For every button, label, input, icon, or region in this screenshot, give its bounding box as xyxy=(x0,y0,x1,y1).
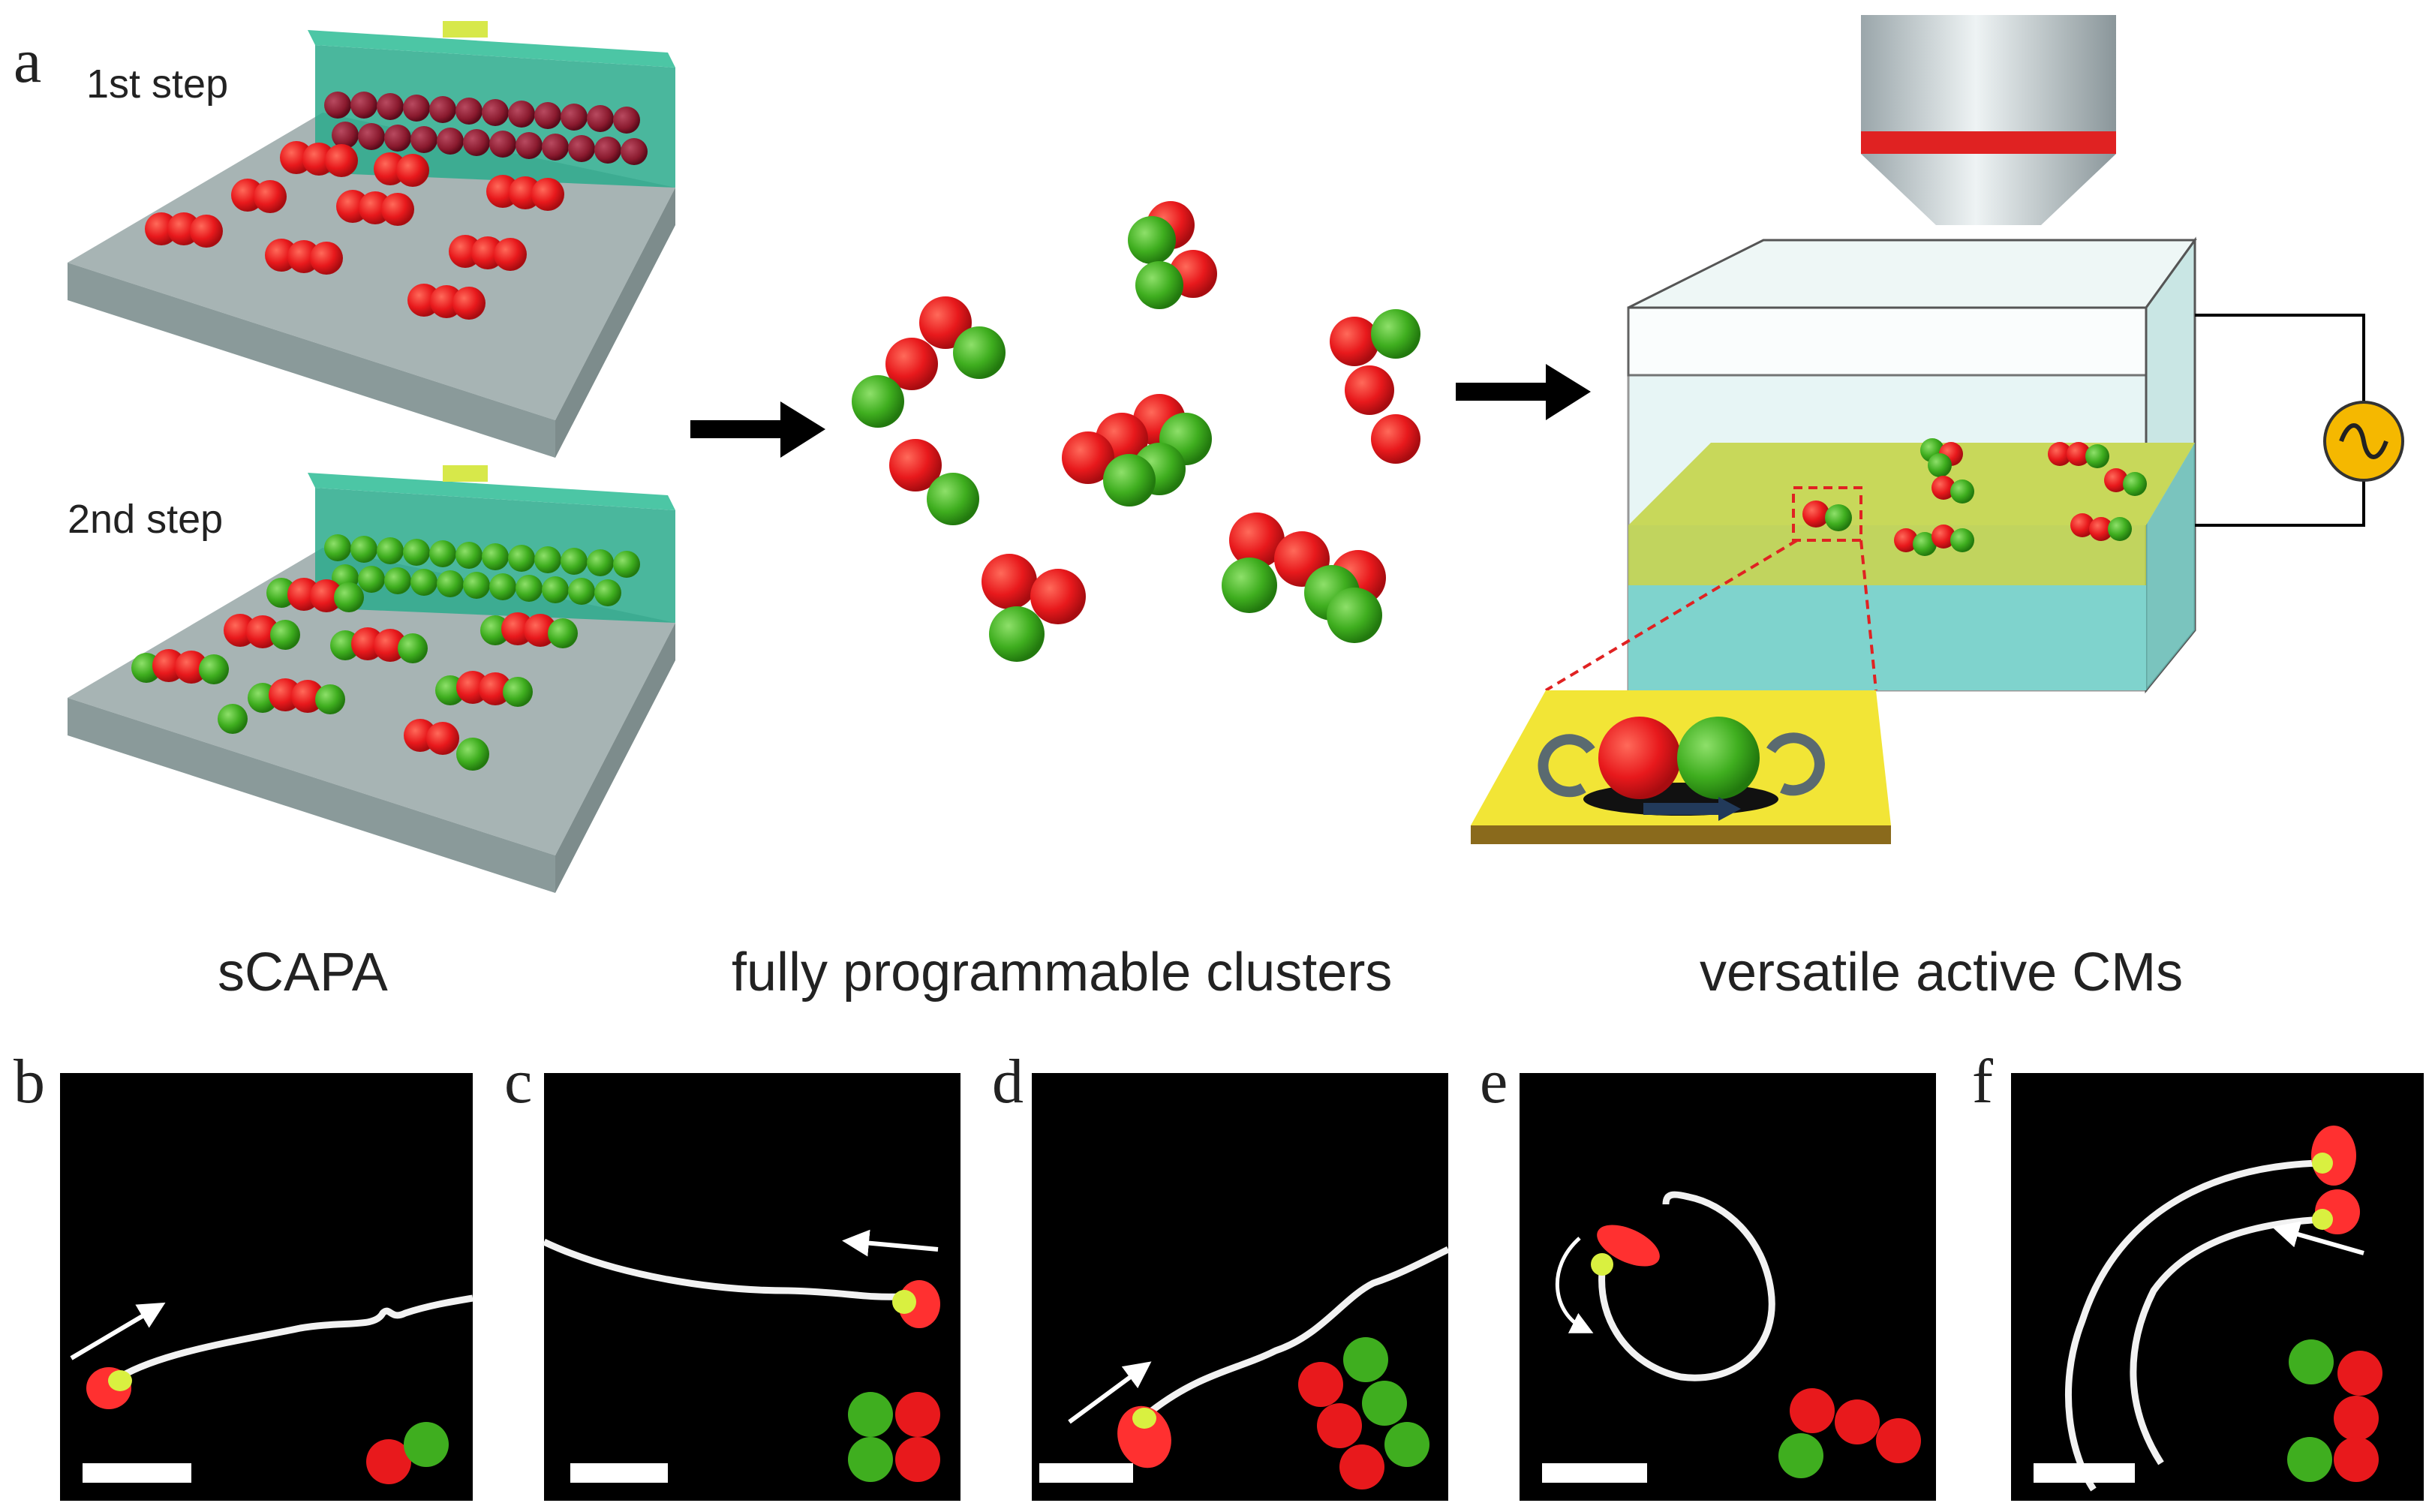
chamber xyxy=(1627,236,2365,694)
micrograph-e xyxy=(1520,1073,1936,1501)
panel-letter-f: f xyxy=(1972,1047,1993,1117)
micrograph-b xyxy=(60,1073,473,1501)
micrograph-d xyxy=(1032,1073,1450,1501)
step-2-label: 2nd step xyxy=(68,497,224,542)
micrograph-f xyxy=(2011,1073,2424,1501)
caption-active-cms: versatile active CMs xyxy=(1700,942,2184,1002)
programmable-clusters xyxy=(852,201,1420,662)
scapa-step2-substrate xyxy=(68,465,675,893)
panel-letter-a: a xyxy=(14,26,42,96)
panel-letter-b: b xyxy=(14,1047,45,1117)
green-particle-row xyxy=(324,534,640,606)
panel-letter-c: c xyxy=(504,1047,533,1117)
micrograph-c xyxy=(543,1073,960,1501)
red-green-traps-step2 xyxy=(131,578,578,771)
red-trimer-traps-step1 xyxy=(145,141,564,320)
panel-letter-d: d xyxy=(992,1047,1024,1117)
objective-lens-icon xyxy=(1861,15,2116,225)
right-arrow-icon xyxy=(1456,364,1591,420)
scapa-step1-substrate xyxy=(68,21,675,458)
panel-letter-e: e xyxy=(1480,1047,1508,1117)
step-1-label: 1st step xyxy=(86,62,229,107)
ac-source-icon xyxy=(2323,401,2404,482)
inset-electrode xyxy=(1471,690,1891,844)
caption-scapa: sCAPA xyxy=(218,942,388,1002)
caption-clusters: fully programmable clusters xyxy=(732,942,1393,1002)
right-arrow-icon xyxy=(690,401,825,458)
dark-red-particle-row xyxy=(324,92,648,165)
rotation-arrow-icon xyxy=(1538,734,1595,798)
rotation-arrow-icon xyxy=(1766,732,1825,796)
